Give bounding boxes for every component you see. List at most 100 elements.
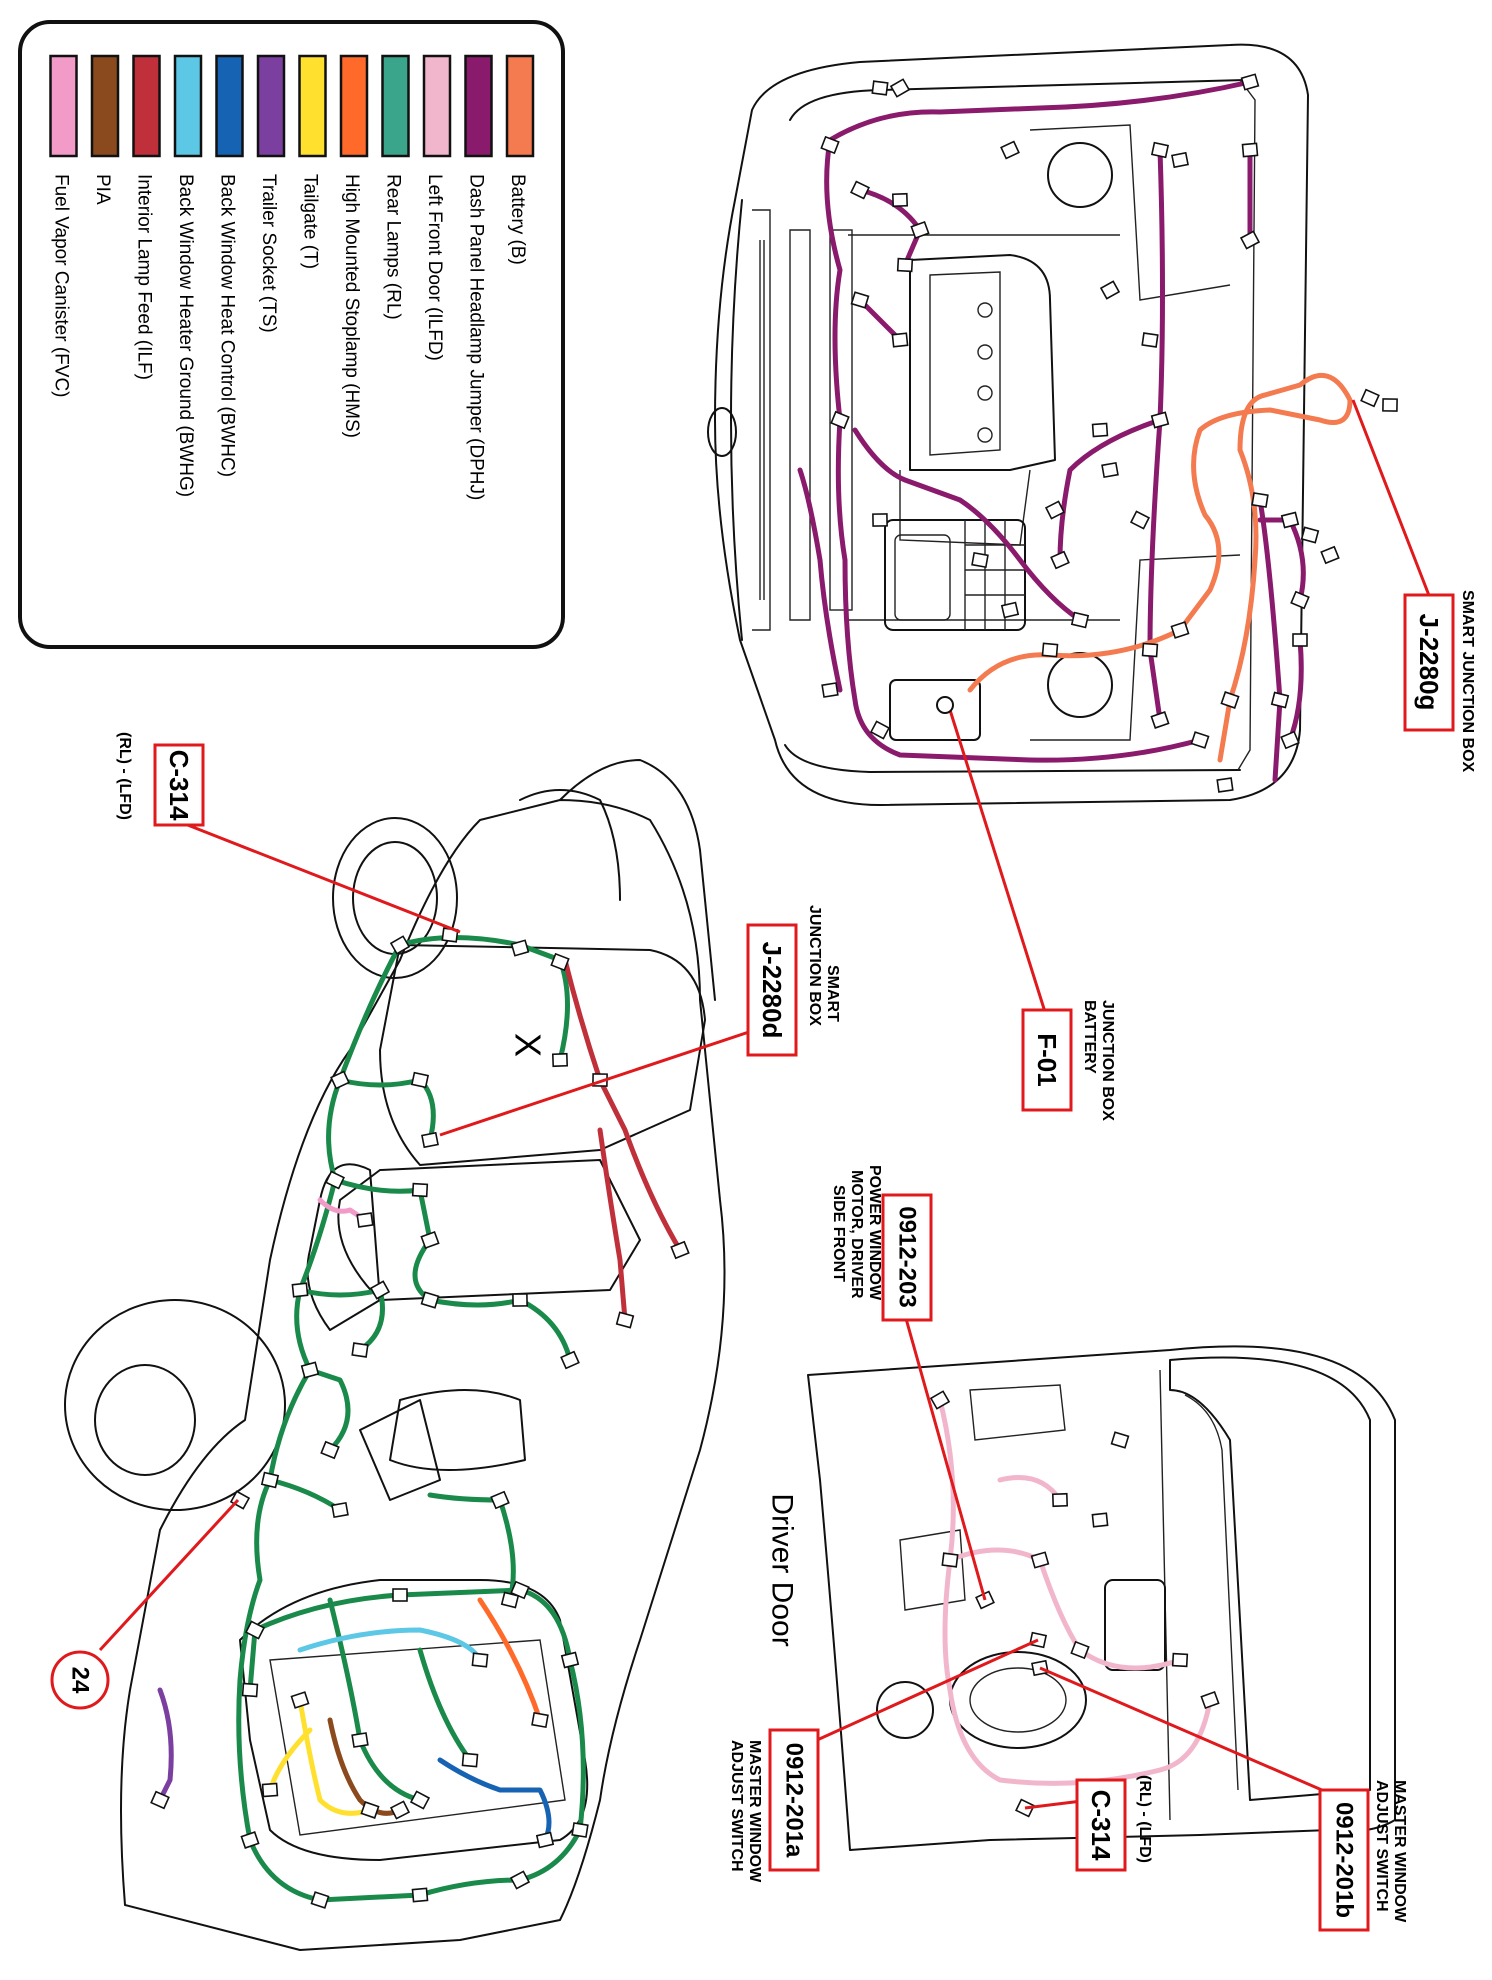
legend-label-1: Dash Panel Headlamp Jumper (DPHJ) bbox=[466, 174, 487, 500]
strut-tower-left bbox=[1047, 142, 1113, 208]
bwhc-harness bbox=[437, 1757, 552, 1843]
bwhg-harness bbox=[297, 1627, 483, 1663]
engine-block bbox=[899, 254, 1056, 546]
door-connector bbox=[941, 1552, 959, 1568]
legend-swatch-4 bbox=[339, 54, 369, 158]
engine-connector bbox=[1129, 510, 1151, 530]
engine-connector bbox=[1150, 411, 1170, 429]
smart-junction-box-g-code: J-2280g bbox=[1414, 614, 1444, 711]
power-window-motor-label-2: MOTOR, DRIVER bbox=[848, 1170, 865, 1299]
master-switch-a-label-1: MASTER WINDOW bbox=[746, 1740, 763, 1883]
body-connector bbox=[150, 1790, 170, 1810]
body-connector bbox=[510, 939, 530, 957]
power-window-motor-label-1: POWER WINDOW bbox=[866, 1165, 883, 1301]
engine-connector bbox=[1239, 230, 1261, 250]
body-connector bbox=[571, 1822, 589, 1838]
engine-connector bbox=[910, 220, 930, 240]
door-title: Driver Door bbox=[766, 1493, 799, 1646]
body-connector bbox=[411, 1887, 429, 1903]
smart-junction-box-d-label-1: SMART bbox=[824, 965, 841, 1022]
body-connector bbox=[351, 1732, 369, 1748]
master-switch-a-code: 0912-201a bbox=[781, 1743, 808, 1858]
engine-connector bbox=[1171, 151, 1189, 169]
body-connector bbox=[240, 1831, 260, 1849]
door-connector bbox=[1051, 1492, 1069, 1508]
body-c314-callout[interactable] bbox=[153, 743, 205, 827]
door-connector bbox=[1200, 1690, 1220, 1710]
trailer-socket-harness bbox=[157, 1687, 174, 1803]
body-connector bbox=[560, 1651, 580, 1669]
engine-connector bbox=[1070, 611, 1090, 629]
engine-connector bbox=[1290, 590, 1310, 610]
power-window-motor-callout[interactable] bbox=[881, 1193, 933, 1322]
body-connector bbox=[531, 1711, 549, 1729]
engine-bay-outline bbox=[714, 43, 1309, 806]
battery-junction-box-label-2: JUNCTION BOX bbox=[1099, 1000, 1116, 1121]
body-connector bbox=[300, 1361, 320, 1379]
body-connector bbox=[310, 1891, 330, 1909]
engine-connector bbox=[821, 682, 839, 698]
body-connector bbox=[389, 1800, 411, 1820]
legend-swatch-5 bbox=[298, 54, 327, 158]
engine-connector bbox=[1280, 730, 1300, 750]
door-c314-callout[interactable] bbox=[1075, 1778, 1127, 1872]
engine-connector bbox=[850, 180, 870, 200]
legend-label-10: PIA bbox=[92, 174, 113, 205]
smart-junction-box-g-callout[interactable] bbox=[1403, 593, 1455, 732]
body-connector bbox=[550, 952, 570, 972]
legend-swatch-9 bbox=[132, 54, 161, 158]
engine-connector bbox=[869, 720, 891, 740]
door-c314-sub: (RL) - (LFD) bbox=[1136, 1775, 1153, 1863]
smart-junction-box-d-label-2: JUNCTION BOX bbox=[806, 905, 823, 1026]
door-connector bbox=[1070, 1640, 1090, 1660]
rear-door-window bbox=[389, 1389, 526, 1471]
battery bbox=[889, 679, 981, 741]
body-connectors bbox=[150, 927, 690, 1909]
engine-connector bbox=[1041, 642, 1059, 658]
engine-connector bbox=[1141, 332, 1159, 348]
body-connector bbox=[389, 935, 411, 955]
body-connector bbox=[331, 1501, 349, 1519]
door-connector bbox=[1030, 1551, 1050, 1569]
door-connector bbox=[929, 1390, 951, 1410]
engine-connector bbox=[820, 135, 840, 155]
battery-junction-box-code: F-01 bbox=[1032, 1033, 1062, 1086]
strut-tower-right bbox=[1047, 652, 1113, 718]
fvc-harness bbox=[317, 1197, 368, 1223]
body-c314-sub: (RL) - (LFD) bbox=[116, 732, 133, 820]
engine-connector bbox=[1044, 500, 1066, 520]
engine-connector bbox=[1240, 73, 1260, 91]
body-connector bbox=[615, 1311, 635, 1329]
battery-junction-box-callout[interactable] bbox=[1021, 1008, 1073, 1112]
engine-bay-view: F-01 BATTERY JUNCTION BOX J-2280g SMART … bbox=[707, 43, 1476, 1121]
engine-connector bbox=[1270, 691, 1290, 709]
engine-connector bbox=[971, 551, 989, 569]
smart-junction-box-d-code: J-2280d bbox=[757, 942, 787, 1039]
master-switch-a-callout[interactable] bbox=[768, 1728, 820, 1872]
body-connector bbox=[420, 1230, 440, 1250]
body-connector bbox=[330, 1070, 350, 1090]
engine-connector bbox=[1241, 142, 1259, 158]
interior-lamp-feed-harness bbox=[562, 957, 683, 1323]
body-connector bbox=[291, 1282, 309, 1298]
ground-point-24[interactable] bbox=[50, 1650, 110, 1710]
engine-connector bbox=[1150, 141, 1170, 159]
engine-connector bbox=[1050, 550, 1070, 570]
body-connector bbox=[392, 1588, 408, 1602]
door-outline bbox=[807, 1345, 1396, 1851]
smart-junction-box-d-callout[interactable] bbox=[746, 923, 798, 1057]
engine-connector bbox=[1141, 642, 1159, 658]
engine-connector bbox=[871, 80, 889, 96]
engine-connector bbox=[1170, 621, 1190, 639]
legend-label-0: Battery (B) bbox=[507, 174, 528, 265]
engine-connector bbox=[1101, 461, 1119, 479]
master-switch-b-callout[interactable] bbox=[1318, 1788, 1370, 1932]
body-connector bbox=[409, 1790, 431, 1810]
body-connector bbox=[360, 1801, 380, 1819]
rear-wheel bbox=[64, 1299, 286, 1511]
body-connector bbox=[411, 1182, 429, 1198]
rear-window bbox=[359, 1399, 441, 1501]
engine-connector bbox=[1251, 492, 1269, 508]
body-connector bbox=[461, 1752, 479, 1768]
legend-label-6: Trailer Socket (TS) bbox=[258, 174, 279, 333]
